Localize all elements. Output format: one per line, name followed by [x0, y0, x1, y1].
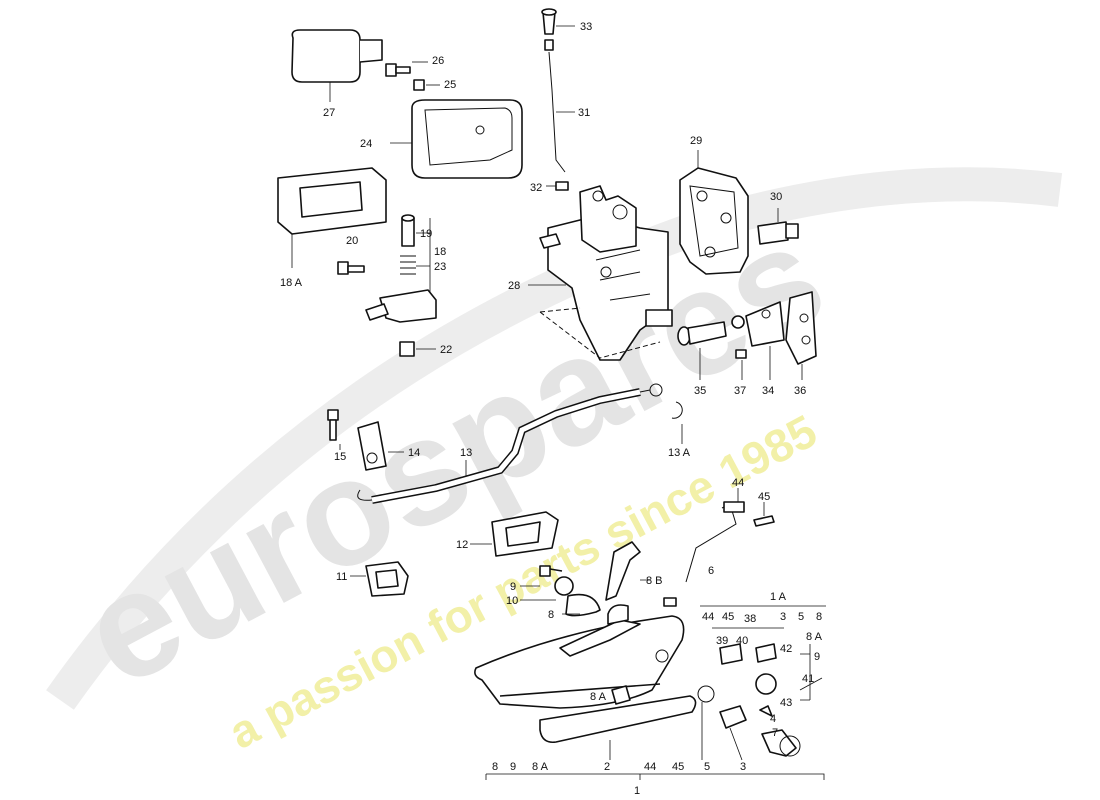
label-31: 31	[578, 107, 590, 119]
part-handle-bezel	[390, 99, 523, 179]
label-43: 43	[780, 697, 792, 709]
label-13a: 13 A	[668, 447, 691, 459]
label-39: 39	[716, 635, 728, 647]
part-pad	[291, 29, 383, 102]
label-1a: 1 A	[770, 591, 787, 603]
label-brackets	[485, 605, 826, 780]
label-22: 22	[440, 344, 452, 356]
label-32: 32	[530, 182, 542, 194]
label-row1-5: 5	[798, 611, 804, 623]
label-27: 27	[323, 107, 335, 119]
part-pin-spring-latch	[337, 214, 437, 357]
label-9: 9	[510, 581, 516, 593]
label-18: 18	[434, 246, 446, 258]
label-6: 6	[708, 565, 714, 577]
label-8a-mid: 8 A	[590, 691, 607, 703]
label-26: 26	[432, 55, 444, 67]
part-lock-mechanism	[528, 185, 673, 361]
label-42: 42	[780, 643, 792, 655]
label-34: 34	[762, 385, 774, 397]
part-gaskets	[350, 511, 559, 597]
label-8a-right: 8 A	[806, 631, 823, 643]
label-14: 14	[408, 447, 420, 459]
label-37: 37	[734, 385, 746, 397]
label-13: 13	[460, 447, 472, 459]
label-bottom-3: 3	[740, 761, 746, 773]
part-foam-pad	[277, 167, 387, 268]
part-screw-and-clip	[385, 61, 440, 91]
part-striker-plate	[679, 150, 749, 275]
label-10: 10	[506, 595, 518, 607]
label-33: 33	[580, 21, 592, 33]
label-25: 25	[444, 79, 456, 91]
part-handle-pins	[520, 541, 650, 617]
label-45-top: 45	[758, 491, 770, 503]
label-8: 8	[548, 609, 554, 621]
label-15: 15	[334, 451, 346, 463]
label-bottom-9: 9	[510, 761, 516, 773]
label-4: 4	[770, 713, 776, 725]
label-row1-3: 3	[780, 611, 786, 623]
label-8b: 8 B	[646, 575, 663, 587]
label-30: 30	[770, 191, 782, 203]
part-door-handle	[474, 597, 747, 761]
part-bolts-and-plates	[677, 291, 817, 380]
label-35: 35	[694, 385, 706, 397]
label-20: 20	[346, 235, 358, 247]
label-28: 28	[508, 280, 520, 292]
label-11: 11	[336, 571, 347, 583]
label-bottom-8a: 8 A	[532, 761, 549, 773]
label-23: 23	[434, 261, 446, 273]
label-36: 36	[794, 385, 806, 397]
label-row1-44: 44	[702, 611, 714, 623]
part-striker-bolt	[757, 208, 799, 245]
labels: 33 26 25 27 31 24 29 32 30 19 20 18 23 1…	[280, 21, 823, 797]
label-24: 24	[360, 138, 372, 150]
label-38: 38	[744, 613, 756, 625]
label-41: 41	[802, 673, 814, 685]
label-18a: 18 A	[280, 277, 303, 289]
label-bottom-8: 8	[492, 761, 498, 773]
label-29: 29	[690, 135, 702, 147]
label-44-top: 44	[732, 477, 744, 489]
part-lock-cylinder-set	[719, 643, 823, 757]
part-small-screw	[546, 181, 569, 191]
label-bottom-45: 45	[672, 761, 684, 773]
label-row1-45: 45	[722, 611, 734, 623]
label-bottom-44: 44	[644, 761, 656, 773]
part-lock-knob	[541, 8, 575, 173]
label-12: 12	[456, 539, 468, 551]
label-40: 40	[736, 635, 748, 647]
label-19: 19	[420, 228, 432, 240]
label-1: 1	[634, 785, 640, 797]
label-7: 7	[772, 727, 778, 739]
label-bottom-2: 2	[604, 761, 610, 773]
label-9-right: 9	[814, 651, 820, 663]
part-linkage-rod	[685, 488, 775, 583]
part-cable-assembly	[327, 383, 683, 504]
label-row1-8: 8	[816, 611, 822, 623]
label-bottom-5: 5	[704, 761, 710, 773]
